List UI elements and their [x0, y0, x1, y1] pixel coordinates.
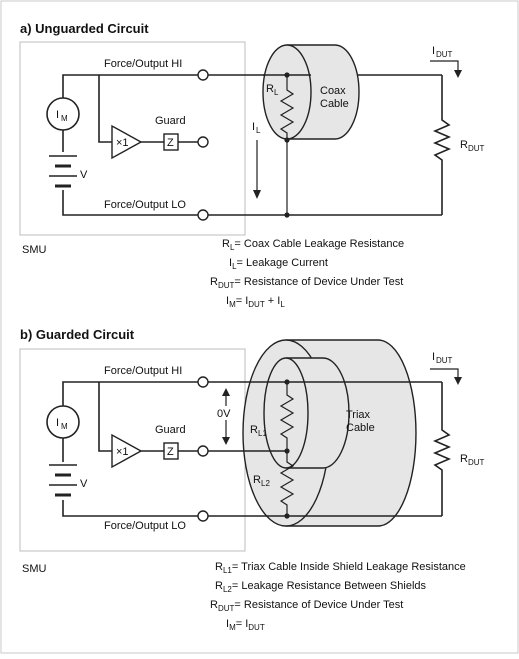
il-label: I	[252, 121, 255, 133]
legend-a-row-2: IL= Leakage Current	[229, 257, 328, 271]
il-arrow-head	[253, 190, 261, 199]
rl2-resistor	[279, 451, 295, 516]
idut-arrow-head-b	[454, 377, 462, 385]
rl1-sub: L1	[258, 429, 267, 438]
force-hi-label-b: Force/Output HI	[104, 365, 182, 377]
idut-arrow-head-a	[454, 70, 462, 78]
rl2-sub: L2	[261, 479, 270, 488]
hi-wire-b	[62, 381, 198, 407]
rdut-resistor-a	[432, 75, 452, 215]
v-label-b: V	[80, 478, 88, 490]
zero-v-arrow-up	[222, 388, 230, 396]
idut-sub-a: DUT	[436, 50, 453, 59]
buffer-amp-b	[111, 433, 143, 469]
idut-sub-b: DUT	[436, 356, 453, 365]
triax-inner-end	[263, 357, 309, 469]
legend-b-row-4: IM= IDUT	[226, 618, 265, 632]
im-sub-a: M	[61, 114, 68, 123]
node-rl-top	[284, 72, 290, 78]
lo-terminal-b	[197, 510, 209, 522]
smu-box-a	[19, 41, 246, 236]
rl1-resistor	[279, 382, 295, 451]
lo-terminal-a	[197, 209, 209, 221]
z-box-b	[163, 442, 179, 460]
node-rl1-top	[284, 379, 290, 385]
buffer-label-a: ×1	[116, 137, 129, 149]
rl1-label: R	[250, 424, 258, 436]
z-label-a: Z	[167, 137, 174, 149]
node-rl-bottom	[284, 137, 290, 143]
guard-terminal-b	[197, 445, 209, 457]
panel-unguarded: a) Unguarded Circuit SMU I M V ×1 Z Guar…	[19, 21, 485, 309]
v-label-a: V	[80, 169, 88, 181]
zero-v-label-bg	[212, 406, 238, 420]
ammeter-a	[46, 97, 80, 131]
hi-wire-a	[62, 74, 198, 98]
smu-label-b: SMU	[22, 563, 47, 575]
rl2-label: R	[253, 474, 261, 486]
idut-label-b: I	[432, 351, 435, 363]
rdut-sub-a: DUT	[468, 144, 485, 153]
coax-label-2: Cable	[320, 98, 349, 110]
ammeter-b	[46, 405, 80, 439]
idut-arrow-a	[430, 60, 459, 74]
legend-a-row-4: IM= IDUT + IL	[226, 295, 285, 309]
force-lo-label-b: Force/Output LO	[104, 520, 186, 532]
rl-label: R	[266, 83, 274, 95]
guard-label-b: Guard	[155, 424, 186, 436]
panel-b-title: b) Guarded Circuit	[20, 327, 135, 342]
hi-terminal-b	[197, 376, 209, 388]
buffer-input-wire-b	[98, 382, 112, 452]
triax-label-2: Cable	[346, 422, 375, 434]
triax-label-1: Triax	[346, 409, 371, 421]
force-lo-label-a: Force/Output LO	[104, 199, 186, 211]
guard-terminal-a	[197, 136, 209, 148]
im-label-a: I	[56, 109, 59, 121]
node-lo-a	[284, 212, 290, 218]
guard-label-a: Guard	[155, 115, 186, 127]
coax-label-1: Coax	[320, 85, 346, 97]
legend-a-row-3: RDUT= Resistance of Device Under Test	[210, 276, 403, 290]
buffer-label-b: ×1	[116, 446, 129, 458]
z-box-a	[163, 133, 179, 151]
idut-arrow-b	[430, 368, 459, 381]
buffer-amp-a	[111, 124, 143, 160]
idut-label-a: I	[432, 45, 435, 57]
smu-label-a: SMU	[22, 244, 47, 256]
legend-a-row-1: RL= Coax Cable Leakage Resistance	[222, 238, 404, 252]
zero-v-arrow-down	[222, 437, 230, 445]
lo-wire-a	[62, 190, 198, 216]
rdut-label-a: R	[460, 139, 468, 151]
rl-resistor	[279, 75, 295, 215]
im-label-b: I	[56, 417, 59, 429]
im-sub-b: M	[61, 422, 68, 431]
buffer-input-wire-a	[98, 75, 112, 143]
z-label-b: Z	[167, 446, 174, 458]
lo-wire-b	[62, 500, 198, 517]
force-hi-label-a: Force/Output HI	[104, 58, 182, 70]
rdut-sub-b: DUT	[468, 458, 485, 467]
rl-sub: L	[274, 88, 279, 97]
hi-terminal-a	[197, 69, 209, 81]
panel-a-title: a) Unguarded Circuit	[20, 21, 149, 36]
legend-b-row-3: RDUT= Resistance of Device Under Test	[210, 599, 403, 613]
panel-guarded: b) Guarded Circuit SMU Triax Cable I M V	[19, 327, 485, 632]
il-sub: L	[256, 126, 261, 135]
legend-b: RL1= Triax Cable Inside Shield Leakage R…	[210, 561, 466, 632]
rdut-label-b: R	[460, 453, 468, 465]
rdut-resistor-b	[432, 382, 452, 516]
zero-v-label: 0V	[217, 408, 231, 420]
node-rl-mid	[284, 448, 290, 454]
legend-b-row-2: RL2= Leakage Resistance Between Shields	[215, 580, 427, 594]
node-lo-b	[284, 513, 290, 519]
legend-a: RL= Coax Cable Leakage Resistance IL= Le…	[210, 238, 404, 309]
legend-b-row-1: RL1= Triax Cable Inside Shield Leakage R…	[215, 561, 466, 575]
